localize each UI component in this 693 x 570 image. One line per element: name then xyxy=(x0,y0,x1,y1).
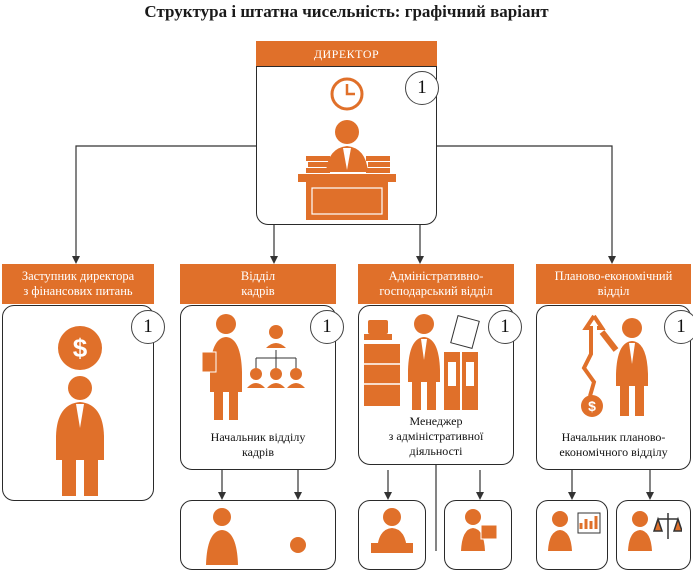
dept-planning-caption-line1: Начальник планово- xyxy=(561,430,666,444)
dept-hr-title-line1: Відділ xyxy=(240,269,276,283)
svg-text:$: $ xyxy=(588,398,596,414)
dept-hr-caption-line1: Начальник відділу xyxy=(210,430,306,444)
person-icon xyxy=(290,537,306,553)
dept-hr-caption: Начальник відділу кадрів xyxy=(180,430,336,460)
dept-admin-caption: Менеджер з адміністративної діяльності xyxy=(358,414,514,459)
dept-planning-title-line1: Планово-економічний xyxy=(554,269,673,283)
connector-lines xyxy=(72,145,654,551)
person-icon xyxy=(206,508,238,565)
director-header: ДИРЕКТОР xyxy=(256,41,437,68)
dept-finance-count-badge: 1 xyxy=(131,310,165,344)
admin-manager-icon xyxy=(364,314,480,410)
analyst-icon xyxy=(548,511,601,551)
svg-text:$: $ xyxy=(73,333,88,363)
dept-hr-title-line2: кадрів xyxy=(241,284,275,298)
dept-planning-title-line2: відділ xyxy=(597,284,630,298)
dept-planning-count-badge: 1 xyxy=(664,310,693,344)
dept-admin-caption-line1: Менеджер xyxy=(409,414,463,428)
dept-admin-count-badge: 1 xyxy=(488,310,522,344)
worker-icon xyxy=(461,509,498,551)
dept-hr-count-badge: 1 xyxy=(310,310,344,344)
page-title: Структура і штатна чисельність: графічни… xyxy=(144,2,549,21)
dept-finance-title-line2: з фінансових питань xyxy=(23,284,133,298)
dept-planning-caption-line2: економічного відділу xyxy=(559,445,668,459)
accountant-icon xyxy=(628,511,682,551)
director-count-badge: 1 xyxy=(405,71,439,105)
dept-admin-title-line2: господарський відділ xyxy=(379,284,493,298)
dept-admin-title-line1: Адміністративно- xyxy=(388,269,484,283)
receptionist-icon xyxy=(371,508,413,553)
dept-planning-caption: Начальник планово- економічного відділу xyxy=(536,430,691,460)
dept-admin-caption-line3: діяльності xyxy=(409,444,463,458)
finance-deputy-icon: $ xyxy=(56,326,104,496)
dept-admin-header: Адміністративно-господарський відділ xyxy=(358,264,514,304)
hr-chief-icon xyxy=(201,314,305,420)
dept-finance-title-line1: Заступник директора xyxy=(21,269,135,283)
director-title: ДИРЕКТОР xyxy=(313,47,380,61)
dept-admin-caption-line2: з адміністративної xyxy=(388,429,484,443)
director-desk-icon xyxy=(298,77,396,220)
planning-chief-icon: $ xyxy=(581,314,648,417)
dept-hr-caption-line2: кадрів xyxy=(241,445,275,459)
